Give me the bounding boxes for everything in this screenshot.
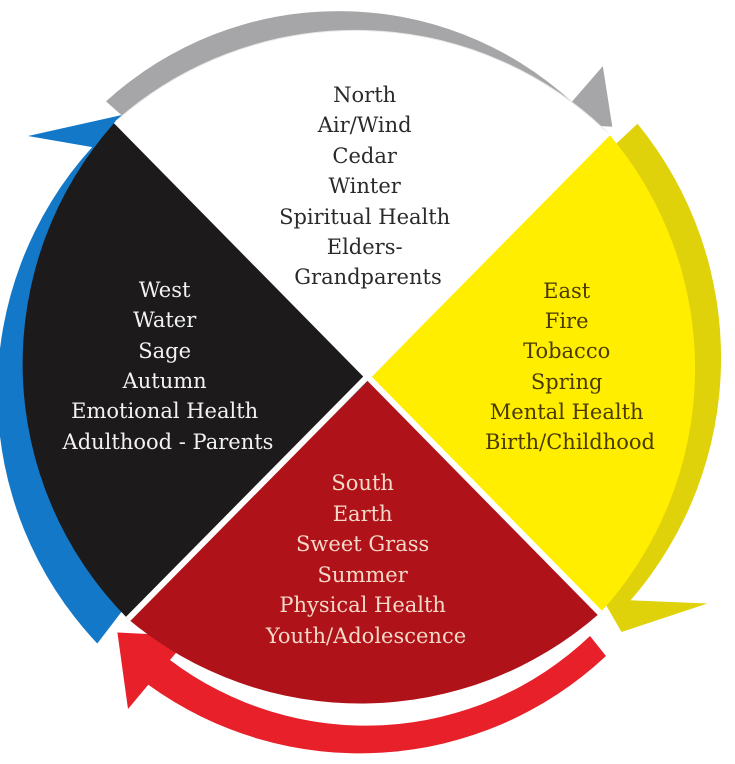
- west-line: Autumn: [122, 369, 207, 393]
- west-text: West Water Sage Autumn Emotional Health …: [62, 278, 274, 454]
- south-line: Sweet Grass: [296, 532, 429, 556]
- west-line: West: [139, 278, 191, 302]
- east-line: Spring: [531, 370, 603, 394]
- quadrant-south: [128, 378, 600, 704]
- north-line: Air/Wind: [317, 113, 412, 137]
- east-line: Birth/Childhood: [485, 430, 655, 454]
- north-line: Grandparents: [294, 265, 441, 289]
- north-text: North Air/Wind Cedar Winter Spiritual He…: [279, 83, 457, 289]
- quadrant-west: [22, 121, 371, 619]
- divider-ne-sw: [125, 130, 611, 622]
- west-line: Emotional Health: [71, 399, 258, 423]
- north-line: Elders-: [327, 235, 403, 259]
- north-line: Cedar: [332, 144, 397, 168]
- south-line: Physical Health: [279, 593, 446, 617]
- north-line: North: [333, 83, 396, 107]
- south-line: South: [331, 471, 394, 495]
- north-line: Winter: [328, 174, 401, 198]
- arrow-north: [106, 11, 613, 127]
- east-text: East Fire Tobacco Spring Mental Health B…: [485, 279, 655, 454]
- south-text: South Earth Sweet Grass Summer Physical …: [265, 471, 466, 648]
- divider-nw-se: [113, 118, 603, 616]
- east-line: East: [543, 279, 591, 303]
- east-line: Fire: [545, 309, 589, 333]
- east-line: Mental Health: [490, 400, 644, 424]
- quadrant-north: [115, 29, 609, 379]
- south-line: Earth: [333, 502, 393, 526]
- west-line: Water: [133, 308, 197, 332]
- quadrant-east: [371, 133, 696, 613]
- east-line: Tobacco: [523, 339, 610, 363]
- west-line: Adulthood - Parents: [62, 430, 274, 454]
- north-line: Spiritual Health: [279, 205, 450, 229]
- south-line: Youth/Adolescence: [265, 624, 466, 648]
- west-line: Sage: [138, 339, 191, 363]
- arrow-east: [585, 123, 722, 632]
- south-line: Summer: [318, 563, 409, 587]
- arrow-south: [117, 632, 607, 754]
- arrow-west: [0, 115, 128, 644]
